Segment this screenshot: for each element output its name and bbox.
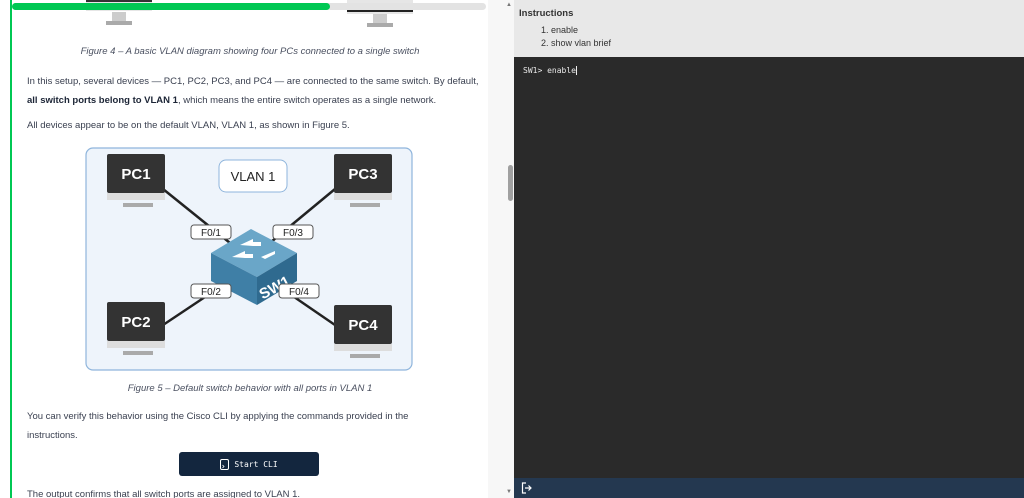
pc-label: PC4 (348, 317, 378, 334)
cursor (576, 66, 577, 75)
text: In this setup, several devices — PC1, PC… (27, 76, 479, 87)
paragraph-figure5-intro: All devices appear to be on the default … (27, 120, 350, 131)
pc1: PC1 (107, 154, 165, 207)
port-f0-3: F0/3 (272, 224, 314, 240)
scrollbar-thumb[interactable] (508, 165, 513, 201)
instruction-item: 1. enable (541, 25, 579, 35)
port-f0-4: F0/4 (278, 283, 320, 299)
port-f0-2: F0/2 (190, 283, 232, 299)
terminal-icon (220, 458, 230, 470)
bold-text: all switch ports belong to VLAN 1 (27, 95, 178, 106)
terminal[interactable]: SW1> enable (514, 57, 1024, 478)
scroll-gutter (488, 0, 514, 498)
scroll-up-arrow[interactable]: ▲ (506, 2, 512, 8)
logout-icon[interactable] (521, 482, 533, 494)
instructions-title: Instructions (519, 8, 574, 19)
port-f0-1: F0/1 (190, 224, 232, 240)
port-label: F0/4 (289, 287, 309, 298)
pc4: PC4 (334, 305, 392, 358)
figure-5-caption: Figure 5 – Default switch behavior with … (127, 383, 373, 394)
vlan-label: VLAN 1 (218, 159, 288, 193)
port-label: F0/1 (201, 228, 221, 239)
pc-label: PC1 (121, 166, 150, 183)
progress-fill (12, 3, 330, 10)
paragraph-default-vlan: In this setup, several devices — PC1, PC… (27, 72, 479, 110)
vlan-text: VLAN 1 (231, 169, 276, 184)
start-cli-button[interactable]: Start CLI (179, 452, 319, 476)
terminal-input[interactable]: enable (547, 66, 576, 75)
lesson-progress-bar (12, 3, 486, 10)
pc2: PC2 (107, 302, 165, 355)
paragraph-verify: You can verify this behavior using the C… (27, 411, 409, 441)
paragraph-output: The output confirms that all switch port… (27, 489, 300, 498)
figure-4-caption: Figure 4 – A basic VLAN diagram showing … (80, 46, 420, 57)
pc3: PC3 (334, 154, 392, 207)
button-label: Start CLI (234, 459, 278, 469)
pc-label: PC2 (121, 314, 150, 331)
port-label: F0/2 (201, 287, 221, 298)
instruction-item: 2. show vlan brief (541, 38, 612, 48)
instructions-panel: Instructions 1. enable 2. show vlan brie… (514, 0, 1024, 57)
instructions-list: 1. enable 2. show vlan brief (519, 24, 1019, 50)
scroll-down-arrow[interactable]: ▼ (506, 489, 512, 495)
lesson-body: Figure 4 – A basic VLAN diagram showing … (12, 45, 488, 498)
lesson-content: Figure 4 – A basic VLAN diagram showing … (0, 0, 488, 498)
text: , which means the entire switch operates… (177, 95, 437, 106)
section-accent-line (10, 0, 12, 498)
pc-label: PC3 (348, 166, 377, 183)
terminal-footer (514, 478, 1024, 498)
terminal-prompt: SW1> (523, 66, 548, 75)
port-label: F0/3 (283, 228, 303, 239)
vlan-diagram: VLAN 1 PC1 PC3 PC2 PC4 SW1 F0/1 F0/3 F0/… (85, 147, 413, 371)
